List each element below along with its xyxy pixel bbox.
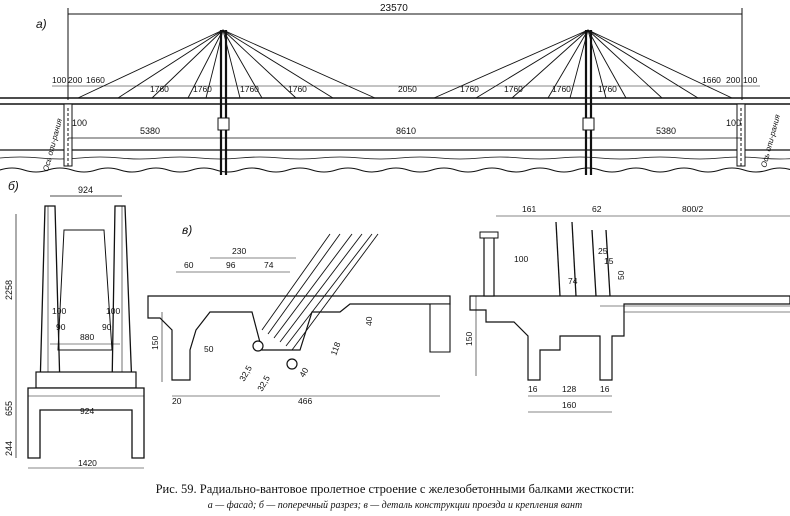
span-dim: 2050 <box>398 84 417 94</box>
right-pylon <box>582 30 595 175</box>
dim-90-right: 90 <box>102 322 112 332</box>
facade-view: а) 23570 <box>0 3 790 175</box>
span-dim: 200 <box>726 75 740 85</box>
detail-dim: 32,5 <box>237 363 254 383</box>
span-dim: 1760 <box>150 84 169 94</box>
right-end-pier <box>736 103 746 167</box>
detail-right-dim: 15 <box>604 256 614 266</box>
detail-right-dim: 800/2 <box>682 204 704 214</box>
span-dim: 1660 <box>702 75 721 85</box>
figure-caption-subtitle: а — фасад; б — поперечный разрез; в — де… <box>207 500 583 511</box>
lower-width-dim: 924 <box>80 406 94 416</box>
span-dim: 100 <box>52 75 66 85</box>
height-top-dim: 2258 <box>4 280 14 300</box>
cross-section-view: б) 924 2258 655 244 100 100 90 90 880 92… <box>4 179 145 469</box>
figure-caption-title: Рис. 59. Радиально-вантовое пролетное ст… <box>155 482 635 496</box>
left-pylon <box>217 30 230 175</box>
detail-dim: 50 <box>204 344 214 354</box>
stay-cables <box>261 233 379 351</box>
detail-dim: 40 <box>297 366 311 379</box>
detail-dim: 74 <box>264 260 274 270</box>
detail-right-dim: 50 <box>616 270 626 280</box>
detail-right-dim: 25 <box>598 246 608 256</box>
deck-detail-view: в) 230 60 96 74 150 50 40 118 32 <box>147 204 790 413</box>
detail-dim: 60 <box>184 260 194 270</box>
span-bottom-dim: 8610 <box>396 126 416 136</box>
top-width-dim: 924 <box>78 185 93 195</box>
dim-90-left: 90 <box>56 322 66 332</box>
detail-dim: 466 <box>298 396 312 406</box>
span-dim: 1760 <box>504 84 523 94</box>
left-pylon-stays <box>77 29 376 99</box>
axis-label-left: Ось опи-рания <box>41 117 64 173</box>
axis-label-right: Ось опи-рания <box>759 113 782 169</box>
pier-offset-right: 100 <box>726 118 741 128</box>
span-dim: 1760 <box>240 84 259 94</box>
detail-dim: 230 <box>232 246 246 256</box>
span-dim: 1660 <box>86 75 105 85</box>
detail-dim: 96 <box>226 260 236 270</box>
right-pylon-stays <box>433 29 733 99</box>
detail-dim: 150 <box>150 336 160 350</box>
span-dim: 1760 <box>598 84 617 94</box>
detail-right-dim: 62 <box>592 204 602 214</box>
left-end-pier <box>63 103 73 167</box>
span-bottom-dim: 5380 <box>656 126 676 136</box>
detail-label: в) <box>182 223 192 237</box>
detail-right-dim: 161 <box>522 204 536 214</box>
detail-dim: 20 <box>172 396 182 406</box>
height-base-dim: 244 <box>4 441 14 456</box>
detail-right-dim: 160 <box>562 400 576 410</box>
detail-right-dim: 16 <box>528 384 538 394</box>
span-dim: 100 <box>743 75 757 85</box>
span-dim: 1760 <box>288 84 307 94</box>
detail-right-dim: 150 <box>464 332 474 346</box>
detail-right-dim: 16 <box>600 384 610 394</box>
span-dim: 1760 <box>460 84 479 94</box>
detail-dim: 40 <box>364 316 374 326</box>
span-dim: 200 <box>68 75 82 85</box>
detail-right-dim: 128 <box>562 384 576 394</box>
detail-right-dim: 100 <box>514 254 528 264</box>
facade-label: а) <box>36 17 47 31</box>
pier-offset-left: 100 <box>72 118 87 128</box>
span-dim: 1760 <box>193 84 212 94</box>
detail-right-dim: 74 <box>568 276 578 286</box>
section-label: б) <box>8 179 19 193</box>
height-mid-dim: 655 <box>4 401 14 416</box>
detail-dim: 118 <box>328 340 342 356</box>
span-dim: 1760 <box>552 84 571 94</box>
dim-100-right: 100 <box>106 306 120 316</box>
inner-width-dim: 880 <box>80 332 94 342</box>
base-width-dim: 1420 <box>78 458 97 468</box>
span-bottom-dim: 5380 <box>140 126 160 136</box>
dim-100-left: 100 <box>52 306 66 316</box>
total-length-label: 23570 <box>380 3 408 14</box>
detail-dim: 32,5 <box>255 373 272 393</box>
